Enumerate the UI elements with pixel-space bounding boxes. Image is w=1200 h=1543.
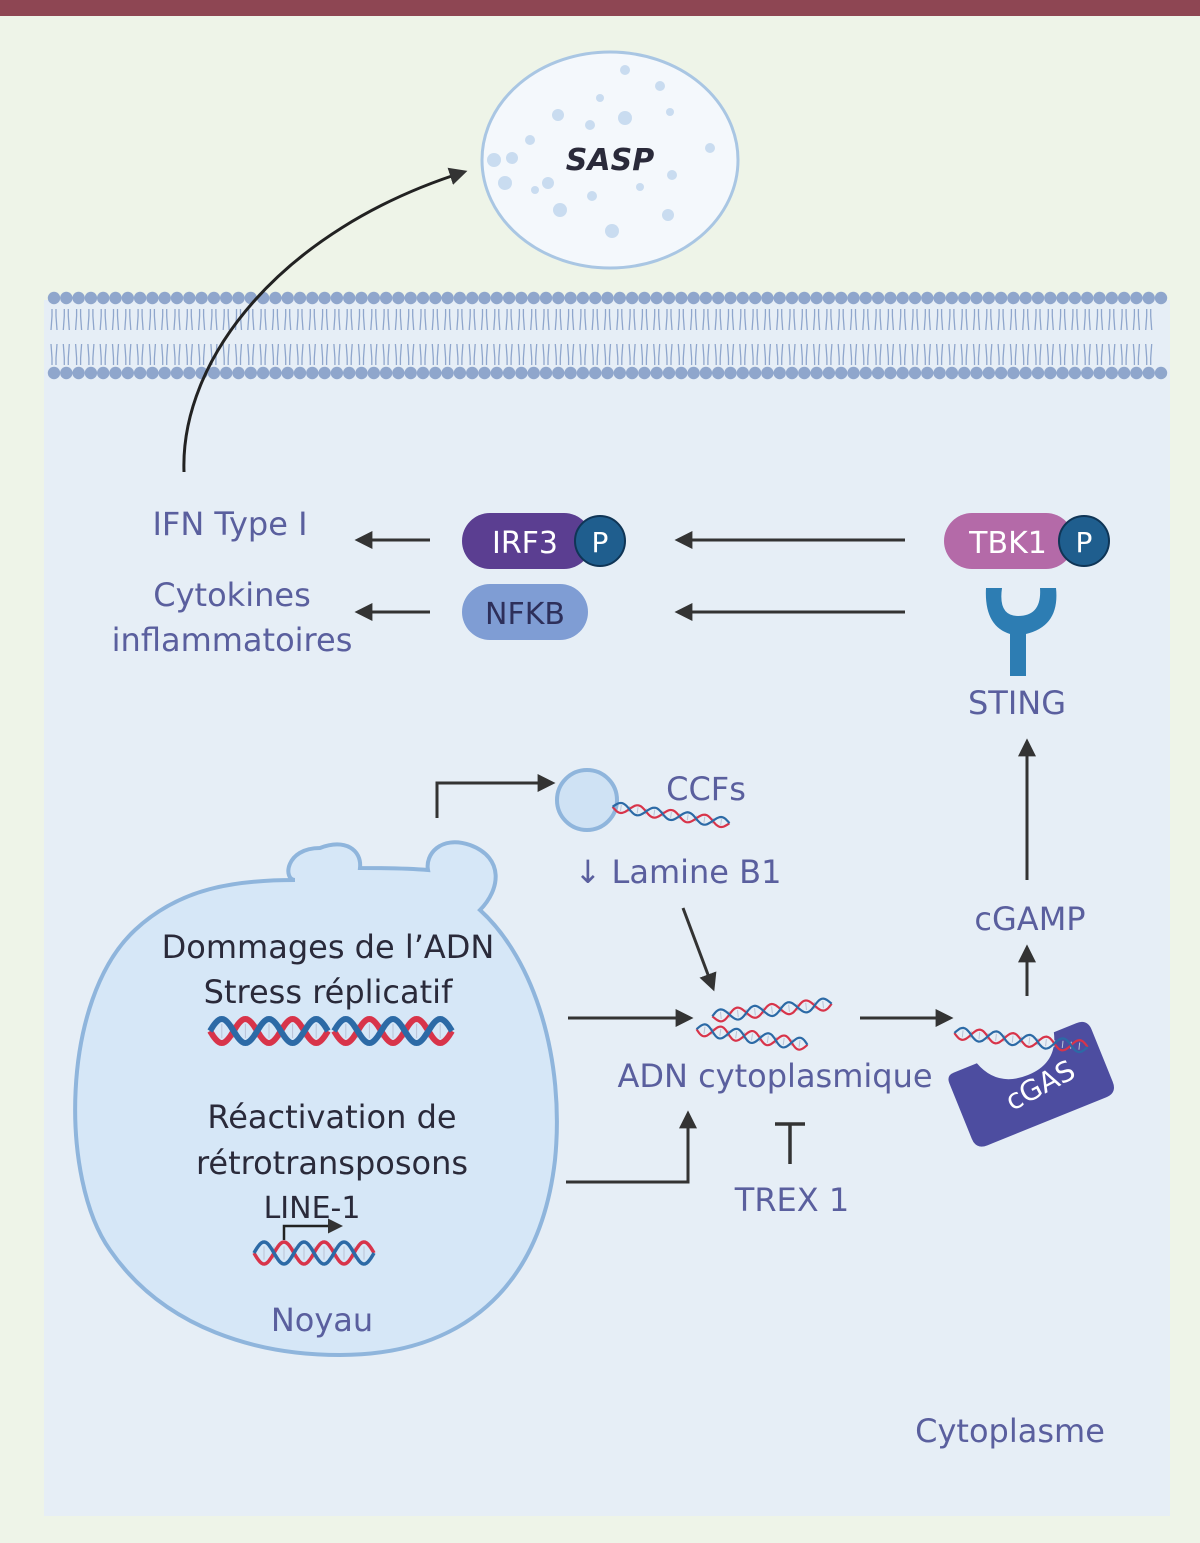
nfkb-label: NFKB [485, 597, 565, 632]
cgamp-label: cGAMP [974, 900, 1085, 938]
tbk1-label: TBK1 [968, 526, 1047, 561]
irf3-phospho-label: P [592, 526, 609, 559]
tbk1-phospho-label: P [1076, 526, 1093, 559]
tbk1-pill [944, 513, 1074, 569]
top-bar [0, 0, 1200, 16]
cytokines-label-line1: Cytokines [153, 576, 310, 614]
cgas-bound-dna-icon [953, 1026, 1089, 1054]
lamin-b1-label: ↓ Lamine B1 [575, 853, 782, 891]
irf3-pill [462, 513, 592, 569]
cgas-enzyme [948, 1021, 1114, 1147]
cell-membrane [47, 291, 1168, 380]
sasp-label: SASP [566, 143, 654, 178]
ifn-type-i-label: IFN Type I [152, 505, 307, 543]
sting-label: STING [968, 684, 1066, 722]
reactivation-label: Réactivation de [207, 1098, 456, 1136]
cytoplasmic-dna-label: ADN cytoplasmique [617, 1057, 932, 1095]
sasp-vesicle [480, 50, 740, 270]
line1-label: LINE-1 [264, 1191, 361, 1226]
dna-helix-icon [207, 1015, 455, 1047]
arrow-line1-to-cytoplasmic-dna [566, 1110, 697, 1184]
retrotransposons-label: rétrotransposons [196, 1144, 468, 1182]
irf3-phospho-circle [574, 515, 626, 567]
tbk1-phospho-circle [1058, 515, 1110, 567]
replicative-stress-label: Stress réplicatif [204, 973, 453, 1011]
cytoplasm-label: Cytoplasme [915, 1412, 1105, 1450]
cytokines-label-line2: inflammatoires [112, 621, 353, 659]
nucleus [73, 840, 559, 1358]
ccf-dna-icon [611, 801, 731, 829]
trex1-label: TREX 1 [734, 1181, 849, 1219]
nucleus-label: Noyau [271, 1301, 373, 1339]
ccf-vesicle [555, 768, 619, 832]
arrow-ccfs-to-cytoplasmic-dna [681, 907, 717, 992]
nfkb-pill [462, 584, 588, 640]
arrow-ifn-to-sasp [182, 167, 468, 473]
dna-damage-label: Dommages de l’ADN [162, 928, 495, 966]
cytoplasmic-dna-icon [695, 997, 833, 1051]
sting-receptor-icon [985, 588, 1057, 676]
transcription-start-arrow-icon [282, 1218, 343, 1240]
irf3-label: IRF3 [492, 526, 558, 561]
arrow-nucleus-to-ccfs [435, 774, 556, 818]
ccfs-label: CCFs [666, 770, 746, 808]
line1-dna-helix-icon [252, 1240, 376, 1266]
